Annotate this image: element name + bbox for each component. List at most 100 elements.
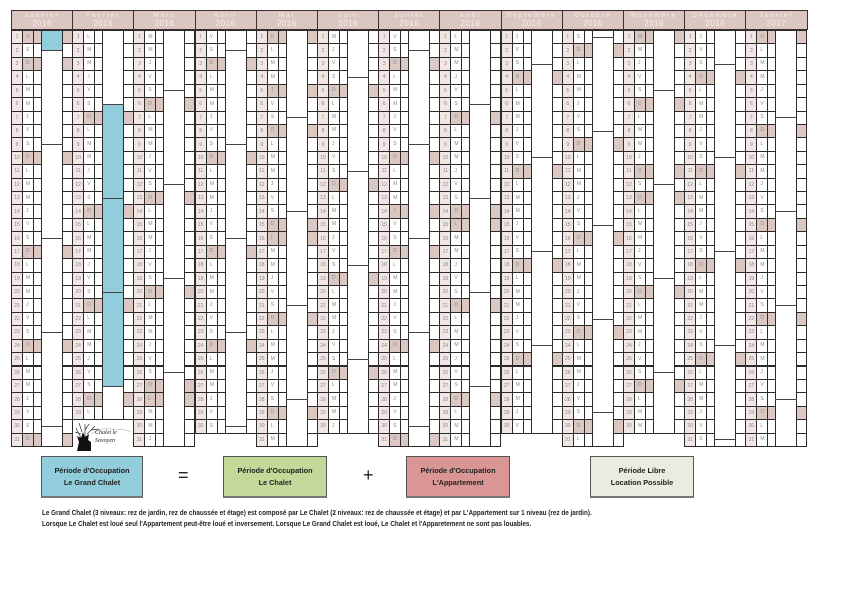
- week-separator: [530, 157, 553, 159]
- week-separator: [347, 264, 369, 266]
- week-separator: [469, 197, 492, 199]
- day-trailing-cell[interactable]: [796, 30, 808, 45]
- day-trailing-cell[interactable]: [62, 419, 73, 434]
- day-trailing-cell[interactable]: [796, 271, 808, 286]
- day-trailing-cell[interactable]: [796, 419, 808, 434]
- month-year: 2016: [93, 19, 114, 28]
- day-trailing-cell[interactable]: [796, 311, 808, 327]
- legend-appartement-line1: Période d'Occupation: [420, 465, 496, 475]
- week-separator: [653, 278, 675, 280]
- month-year: 2016: [460, 19, 481, 28]
- month-year: 2016: [215, 19, 236, 28]
- week-separator: [408, 331, 431, 333]
- weekday-letters: MMJVSDLMMJVSDLMMJVSDLMMJVSDLMM: [638, 33, 651, 429]
- legend-chalet-line2: Le Chalet: [258, 477, 292, 487]
- logo-text: Chalet le Savoyen: [95, 430, 117, 444]
- week-separator: [591, 224, 614, 226]
- booking-column[interactable]: [530, 30, 553, 434]
- week-separator: [102, 103, 125, 105]
- month-year: 2016: [338, 19, 358, 28]
- day-trailing-cell[interactable]: [796, 56, 808, 72]
- booking-column[interactable]: [285, 30, 308, 448]
- booking-column[interactable]: [163, 30, 186, 448]
- booking-column[interactable]: [714, 30, 737, 448]
- day-trailing-cell[interactable]: [796, 83, 808, 99]
- day-trailing-cell[interactable]: [490, 432, 502, 447]
- booking-column[interactable]: [775, 30, 798, 448]
- week-separator: [408, 144, 431, 146]
- legend-grand-chalet-line2: Le Grand Chalet: [63, 477, 121, 487]
- legend-libre: Période Libre Location Possible: [590, 456, 694, 498]
- day-mark-cell[interactable]: [155, 432, 165, 447]
- weekday-letters: DLMMJVSDLMMJVSDLMMJVSDLMMJVSDLM: [270, 33, 283, 443]
- booking-column[interactable]: [469, 30, 492, 448]
- week-separator: [408, 50, 431, 52]
- month-name: Mars: [153, 12, 176, 19]
- day-mark-cell[interactable]: [33, 432, 42, 447]
- legend-libre-line1: Période Libre: [618, 465, 666, 475]
- day-trailing-cell[interactable]: [796, 217, 808, 233]
- day-trailing-cell[interactable]: [796, 392, 808, 407]
- legend-appartement-line2: L'Appartement: [432, 477, 484, 487]
- day-trailing-cell[interactable]: [796, 43, 808, 58]
- day-trailing-cell[interactable]: [796, 231, 808, 246]
- day-trailing-cell[interactable]: [796, 164, 808, 179]
- month-year: 2016: [32, 19, 52, 28]
- month-name: Fevrier: [86, 12, 121, 19]
- week-separator: [102, 385, 125, 387]
- day-trailing-cell[interactable]: [796, 405, 808, 421]
- day-trailing-cell[interactable]: [796, 298, 808, 313]
- week-separator: [347, 170, 369, 172]
- day-trailing-cell[interactable]: [796, 338, 808, 354]
- day-trailing-cell[interactable]: [796, 365, 808, 380]
- day-trailing-cell[interactable]: [796, 70, 808, 85]
- booking-column[interactable]: [224, 30, 247, 434]
- booking-column[interactable]: [347, 30, 369, 434]
- day-trailing-cell[interactable]: [796, 352, 808, 367]
- week-separator: [530, 345, 553, 347]
- weekday-letters: SDLMMJVSDLMMJVSDLMMJVSDLMMJVSDL: [576, 33, 589, 443]
- week-separator: [408, 425, 431, 427]
- logo: Chalet le Savoyen: [73, 419, 133, 451]
- day-trailing-cell[interactable]: [796, 244, 808, 260]
- day-trailing-cell[interactable]: [62, 432, 73, 447]
- week-separator: [469, 385, 492, 387]
- day-trailing-cell[interactable]: [796, 137, 808, 152]
- week-separator: [775, 211, 798, 213]
- day-trailing-cell[interactable]: [796, 123, 808, 139]
- day-trailing-cell[interactable]: [796, 150, 808, 166]
- week-separator: [591, 318, 614, 320]
- day-trailing-cell[interactable]: [184, 432, 196, 447]
- weekday-letters: LMMJVSDLMMJVSDLMMJVSDLMMJVSDLMM: [454, 33, 467, 443]
- week-separator: [41, 50, 63, 52]
- day-trailing-cell[interactable]: [796, 325, 808, 340]
- legend-libre-line2: Location Possible: [610, 477, 674, 487]
- week-separator: [347, 358, 369, 360]
- week-separator: [653, 372, 675, 374]
- weekday-letters: VSDLMMJVSDLMMJVSDLMMJVSDLMMJVS: [209, 33, 222, 429]
- day-trailing-cell[interactable]: [612, 432, 624, 447]
- week-separator: [530, 251, 553, 253]
- weekday-letters: VSDLMMJVSDLMMJVSDLMMJVSDLMMJVSD: [393, 33, 406, 443]
- day-trailing-cell[interactable]: [796, 378, 808, 394]
- day-trailing-cell[interactable]: [796, 191, 808, 206]
- day-trailing-cell[interactable]: [796, 284, 808, 300]
- day-trailing-cell[interactable]: [796, 204, 808, 219]
- day-trailing-cell[interactable]: [796, 177, 808, 193]
- month-year: 2017: [766, 19, 787, 28]
- month-year: 2016: [399, 19, 420, 28]
- day-trailing-cell[interactable]: [796, 258, 808, 273]
- month-year: 2016: [705, 19, 726, 28]
- day-trailing-cell[interactable]: [796, 97, 808, 112]
- weekday-letters: MMJVSDLMMJVSDLMMJVSDLMMJVSDLMMJ: [148, 33, 161, 443]
- booking-column[interactable]: [591, 30, 614, 448]
- day-trailing-cell[interactable]: [796, 110, 808, 125]
- equals-sign: =: [178, 465, 189, 485]
- day-trailing-cell[interactable]: [306, 432, 318, 447]
- day-trailing-cell[interactable]: [796, 432, 808, 447]
